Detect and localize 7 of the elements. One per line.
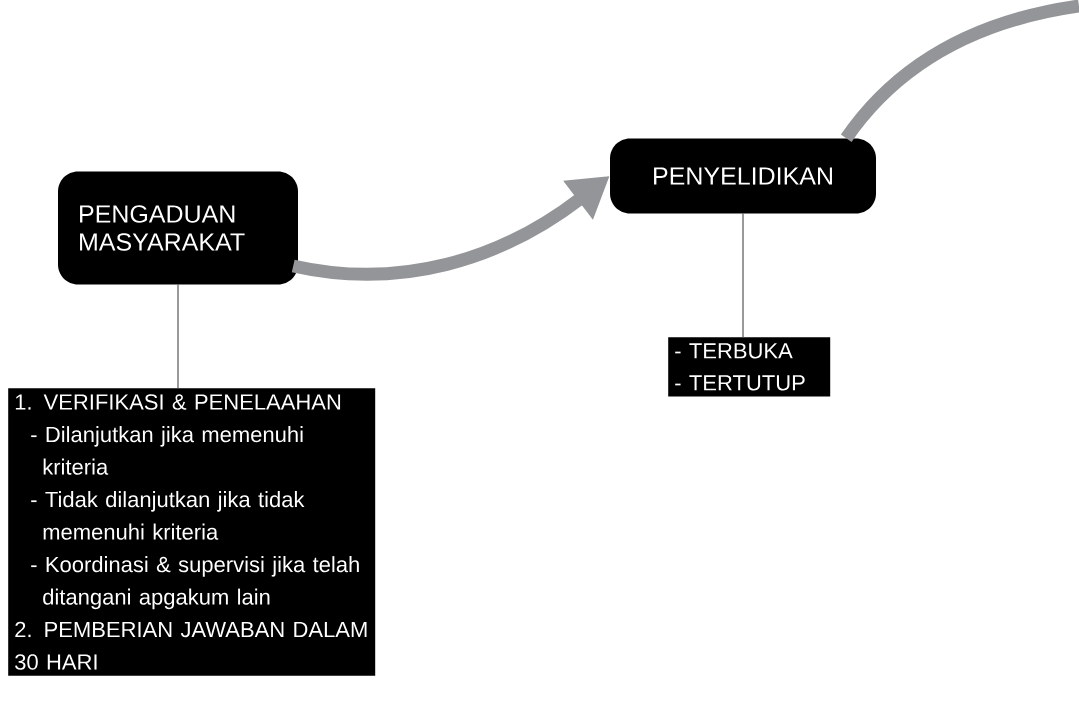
connector-line	[177, 284, 179, 389]
connector-line	[841, 0, 1079, 143]
highlighted-text-block: 1. VERIFIKASI & PENELAAHAN - Dilanjutkan jika memenuhi kriteria - Tidak dilanjutkan jika tidak memenuhi kriteria - Koordinasi & supervisi jika telah ditangani apgakum lain 2. PEMBERIAN JAWABAN DALAM 30 HARI	[8, 388, 376, 676]
highlighted-text-block: - TERBUKA - TERTUTUP	[668, 337, 831, 397]
rounded-box: PENGADUAN MASYARAKAT	[58, 171, 298, 285]
connector-line	[742, 213, 744, 338]
rounded-box: PENYELIDIKAN	[610, 138, 876, 214]
